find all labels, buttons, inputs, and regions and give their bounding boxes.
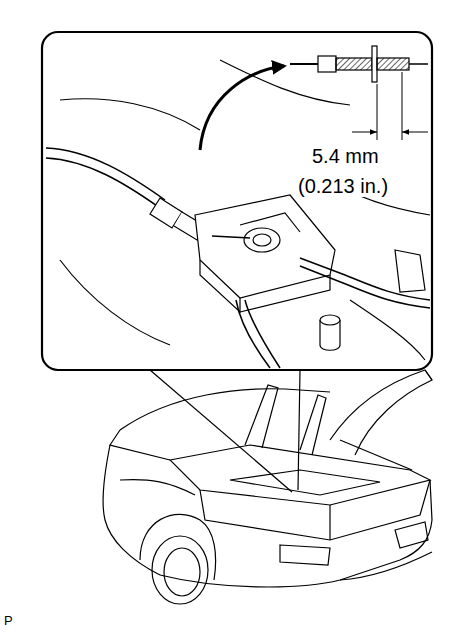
dimension-value: (0.213 in.) bbox=[296, 175, 390, 197]
vehicle bbox=[103, 370, 432, 604]
figure-code: P bbox=[2, 614, 15, 628]
cable-end-detail bbox=[290, 46, 428, 140]
dimension-value: 5.4 mm bbox=[310, 145, 381, 167]
callout-frame bbox=[42, 32, 432, 492]
cable-bracket-view bbox=[46, 60, 430, 368]
pointer-arrow bbox=[200, 66, 284, 150]
